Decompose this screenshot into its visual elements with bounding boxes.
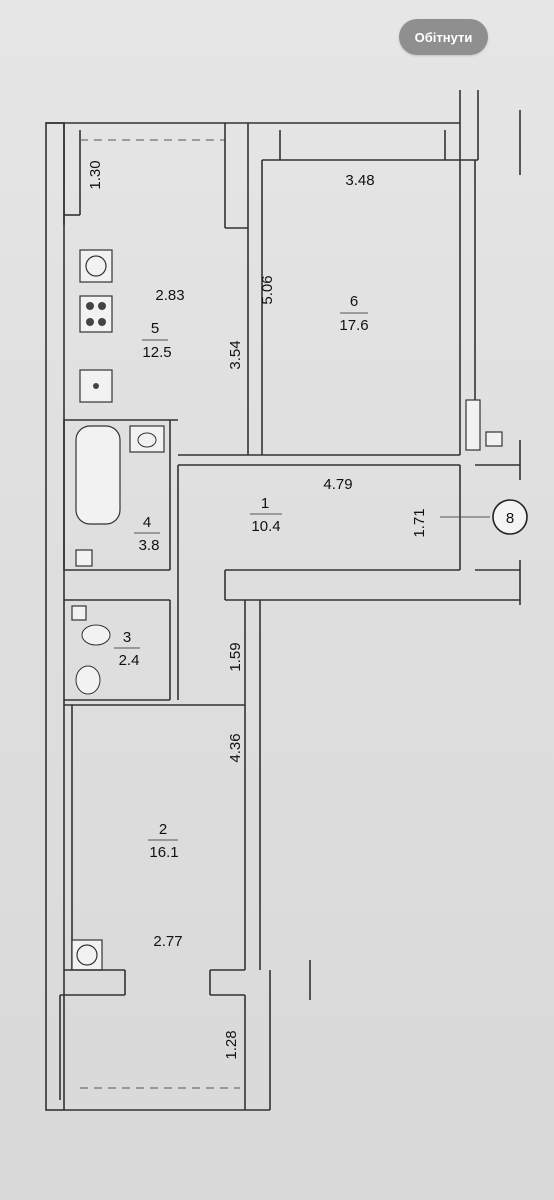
dim-balcony-bottom: 1.28 — [223, 1030, 240, 1059]
hood-icon — [79, 249, 113, 283]
dim-hall-width: 4.79 — [323, 476, 352, 493]
panel-icon — [485, 431, 503, 447]
dim-room6-depth: 5.06 — [259, 275, 276, 304]
room-5-number: 5 — [151, 320, 159, 337]
room-6-number: 6 — [350, 293, 358, 310]
kitchen-fixtures — [79, 249, 113, 403]
drain-icon — [75, 549, 93, 567]
room-2-number: 2 — [159, 821, 167, 838]
crop-button[interactable]: Обітнути — [399, 19, 488, 55]
top-balcony — [63, 123, 263, 455]
wc-3 — [64, 599, 171, 701]
dim-kitchen-width: 2.83 — [155, 287, 184, 304]
dim-room2-depth: 4.36 — [227, 733, 244, 762]
room-2-area: 16.1 — [149, 844, 178, 861]
stove-icon — [79, 295, 113, 333]
entrance-marker-label: 8 — [506, 510, 514, 527]
wc-tank-icon — [71, 605, 87, 621]
left-outer-wall — [45, 122, 65, 1111]
room-5-area: 12.5 — [142, 344, 171, 361]
room-4-area: 3.8 — [139, 537, 160, 554]
bathtub-icon — [75, 425, 121, 525]
room-1-number: 1 — [261, 495, 269, 512]
washbasin-icon — [129, 425, 165, 453]
room-3-area: 2.4 — [119, 652, 140, 669]
room-4-number: 4 — [143, 514, 151, 531]
room-3-number: 3 — [123, 629, 131, 646]
hall-walls — [224, 399, 521, 970]
wc-sink-icon — [75, 665, 101, 695]
dim-room2-width: 2.77 — [153, 933, 182, 950]
dim-room6-width: 3.48 — [345, 172, 374, 189]
room-6-walls — [178, 130, 476, 466]
outer-walls — [45, 90, 521, 1111]
entrance-marker — [492, 499, 528, 535]
dim-corridor: 1.59 — [227, 642, 244, 671]
toilet-icon — [81, 624, 111, 646]
bathroom-4 — [63, 419, 179, 700]
room-1-area: 10.4 — [251, 518, 280, 535]
dim-hall-depth: 1.71 — [411, 508, 428, 537]
room-2-walls — [59, 704, 311, 1110]
dim-kitchen-depth: 3.54 — [227, 340, 244, 369]
dim-balcony-top: 1.30 — [87, 160, 104, 189]
room-6-area: 17.6 — [339, 317, 368, 334]
meter-box-icon — [465, 399, 481, 451]
